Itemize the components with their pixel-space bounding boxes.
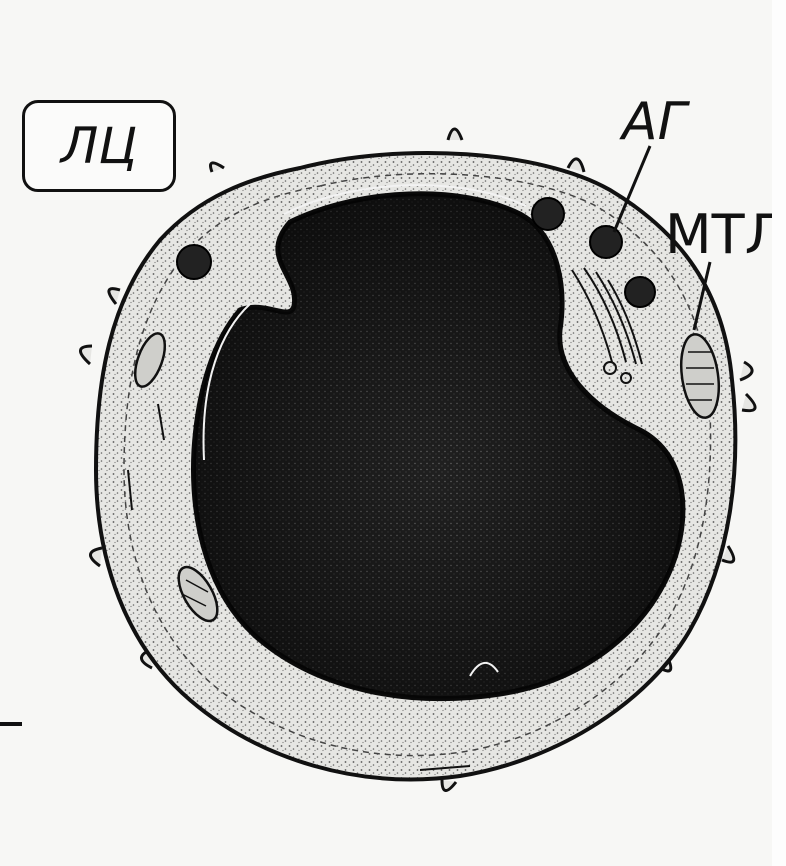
golgi-label: АГ [622, 96, 687, 148]
page-edge [772, 0, 786, 866]
mitochondria-label: МТЛ [665, 208, 785, 262]
edge-tick [0, 722, 22, 726]
cell-type-text: ЛЦ [61, 117, 137, 175]
cell-type-label: ЛЦ [22, 100, 176, 192]
